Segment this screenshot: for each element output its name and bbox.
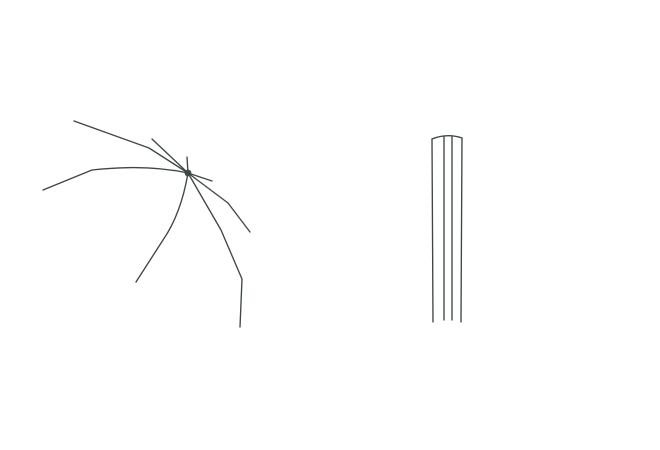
folded-umbrella-shaft-left (431, 138, 434, 323)
rib-lower-left (135, 172, 189, 283)
rib-right (187, 172, 251, 233)
folded-umbrella-cap (431, 135, 463, 140)
folded-umbrella (431, 135, 463, 323)
rib-lower-right (187, 172, 243, 328)
rib-left (42, 166, 189, 191)
rib-upper-left (73, 120, 189, 174)
open-umbrella-ribs (42, 120, 251, 328)
rib-short-top (151, 138, 189, 174)
rib-right-stub (187, 172, 213, 182)
folded-umbrella-shaft-right (460, 137, 463, 323)
umbrella-hub (184, 169, 192, 177)
